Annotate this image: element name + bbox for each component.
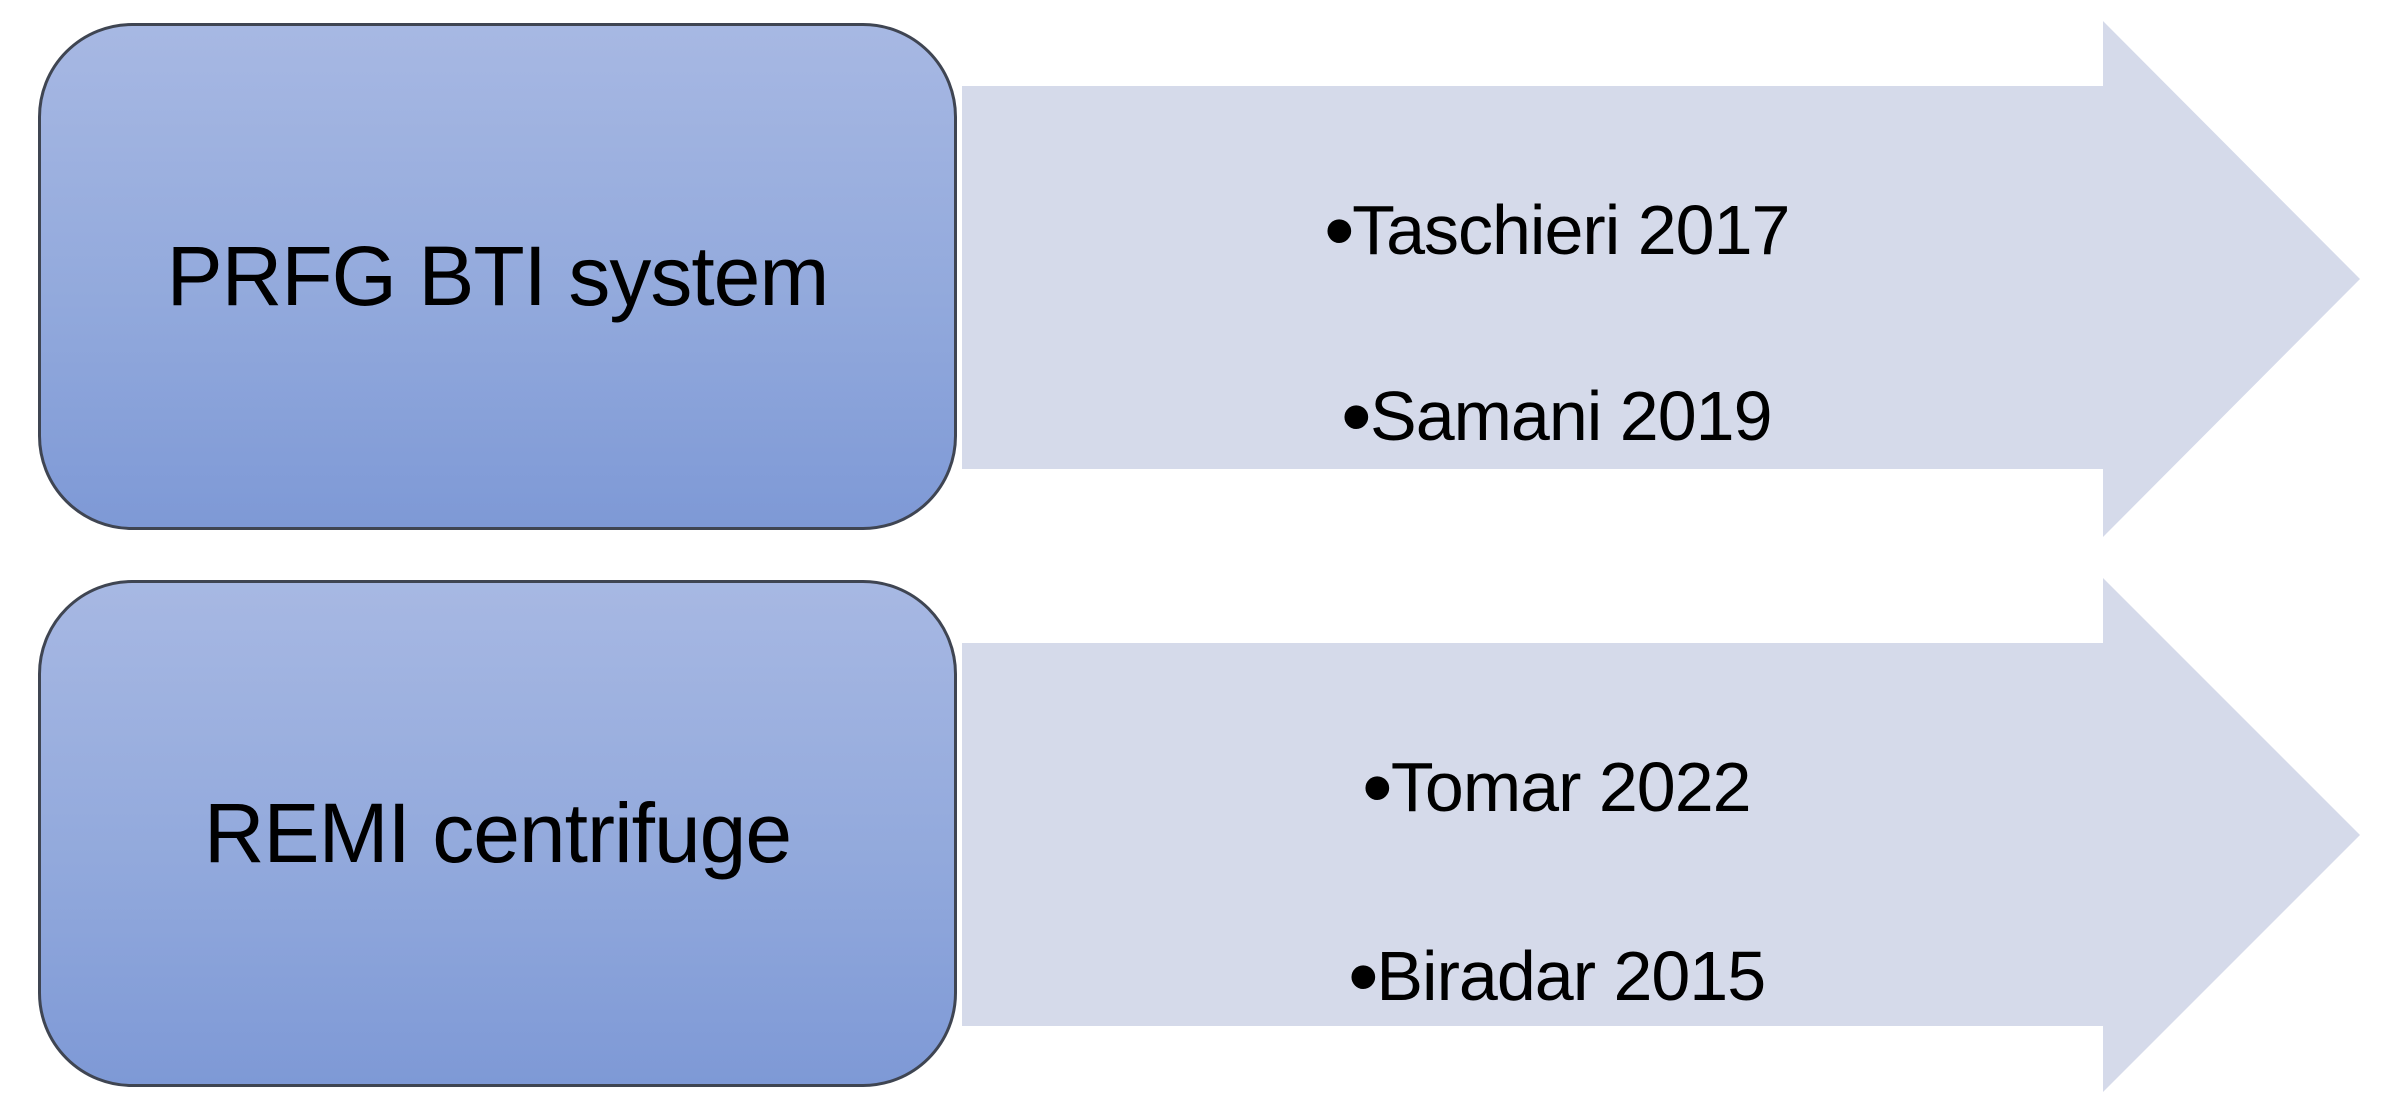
citation-text: Samani 2019 xyxy=(1370,377,1773,455)
bullet-marker: • xyxy=(1362,738,1393,836)
stage-box-label: PRFG BTI system xyxy=(166,229,830,324)
stage-box-label: REMI centrifuge xyxy=(203,786,792,881)
bullet-marker: • xyxy=(1323,181,1355,279)
stage-box-remi-centrifuge: REMI centrifuge xyxy=(38,580,957,1087)
citation-item: •Taschieri 2017 xyxy=(1025,186,2091,274)
stage-box-prfg-bti-system: PRFG BTI system xyxy=(38,23,957,530)
citation-text: Tomar 2022 xyxy=(1390,748,1752,826)
right-arrow-shape-1 xyxy=(962,21,2360,537)
citation-item: •Biradar 2015 xyxy=(1025,932,2091,1020)
citation-text: Biradar 2015 xyxy=(1376,937,1766,1015)
bullet-marker: • xyxy=(1341,367,1373,465)
citation-text: Taschieri 2017 xyxy=(1352,191,1790,269)
citation-item: •Samani 2019 xyxy=(1025,372,2091,460)
citation-item: •Tomar 2022 xyxy=(1025,743,2091,831)
right-arrow-shape-2 xyxy=(962,578,2360,1092)
bullet-marker: • xyxy=(1347,927,1379,1025)
